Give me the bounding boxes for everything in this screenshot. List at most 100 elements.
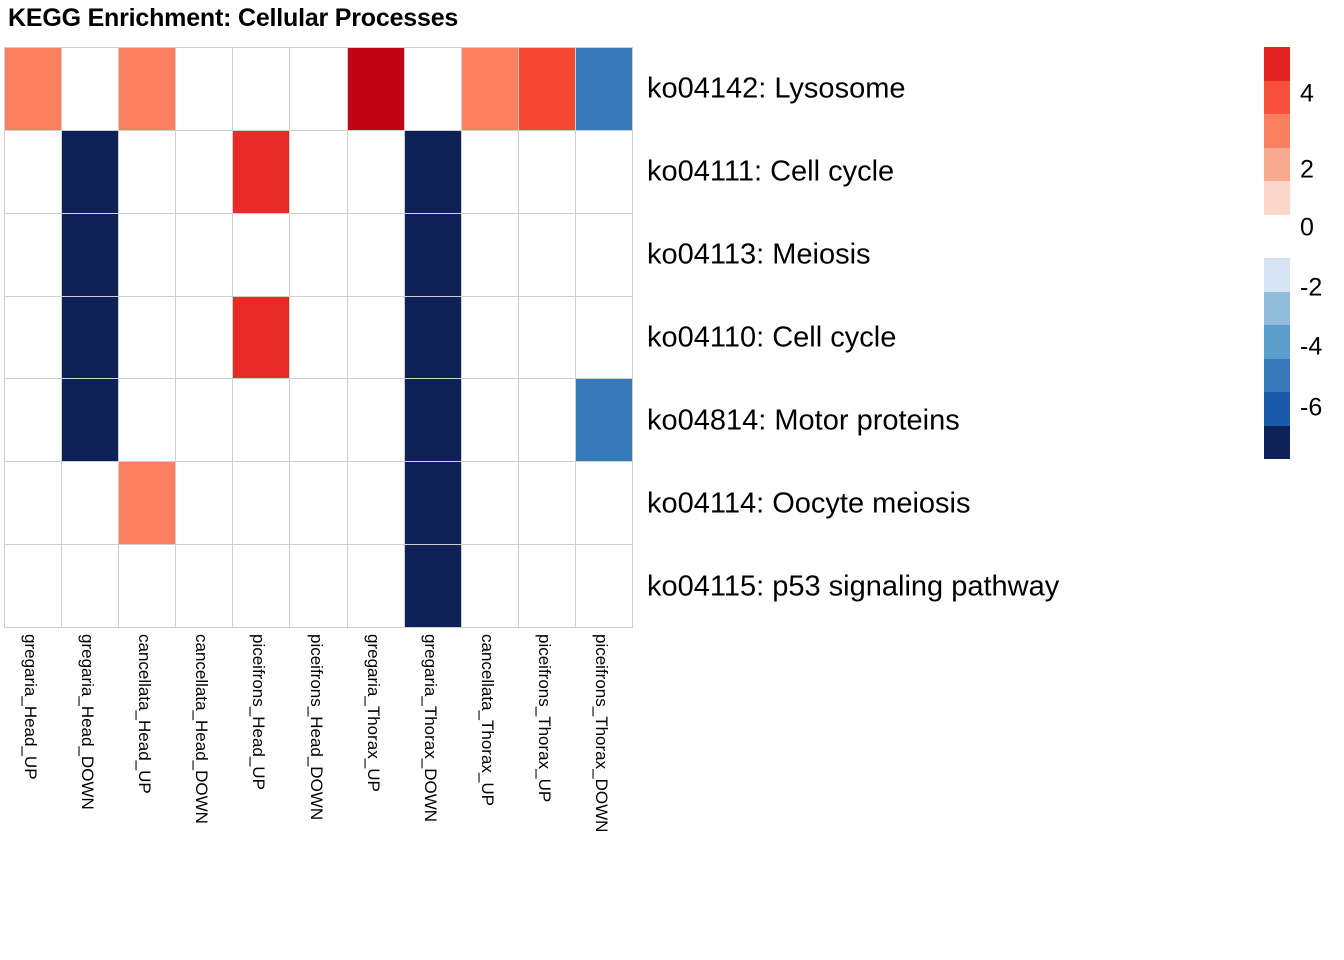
heatmap-cell xyxy=(347,462,404,545)
heatmap-cell xyxy=(5,545,62,627)
heatmap-cell xyxy=(404,48,461,130)
heatmap-cell xyxy=(5,379,62,462)
heatmap-cell xyxy=(119,296,176,379)
heatmap-cell xyxy=(347,379,404,462)
column-label: gregaria_Thorax_UP xyxy=(363,634,383,792)
row-label: ko04111: Cell cycle xyxy=(647,155,895,187)
heatmap-cell xyxy=(290,213,347,296)
row-label: ko04110: Cell cycle xyxy=(647,321,897,353)
heatmap-cell xyxy=(575,296,632,379)
heatmap-cell xyxy=(233,296,290,379)
legend-band-negative xyxy=(1264,425,1290,460)
heatmap-cell xyxy=(233,130,290,213)
legend-tick-label: -4 xyxy=(1300,332,1323,361)
heatmap-cell xyxy=(518,213,575,296)
heatmap-cell xyxy=(62,545,119,627)
row-label: ko04114: Oocyte meiosis xyxy=(647,487,971,519)
legend-band-positive xyxy=(1264,181,1290,215)
heatmap-cell xyxy=(62,379,119,462)
heatmap-cell xyxy=(518,296,575,379)
heatmap-cell xyxy=(290,130,347,213)
legend-tick-label: 4 xyxy=(1300,79,1314,108)
chart-title: KEGG Enrichment: Cellular Processes xyxy=(8,4,459,32)
legend-band-negative xyxy=(1264,392,1290,426)
column-label: gregaria_Head_DOWN xyxy=(77,634,97,810)
heatmap-cell xyxy=(290,48,347,130)
heatmap-cell xyxy=(518,48,575,130)
heatmap-cell xyxy=(119,545,176,627)
heatmap-cell xyxy=(461,462,518,545)
heatmap-cell xyxy=(461,296,518,379)
row-label: ko04113: Meiosis xyxy=(647,238,871,270)
heatmap-cell xyxy=(518,130,575,213)
row-label: ko04814: Motor proteins xyxy=(647,404,960,436)
heatmap-cell xyxy=(62,462,119,545)
heatmap-cell xyxy=(347,296,404,379)
heatmap-cell xyxy=(119,213,176,296)
column-label: piceifrons_Thorax_DOWN xyxy=(592,634,612,833)
legend-band-positive xyxy=(1264,147,1290,181)
heatmap-cell xyxy=(461,545,518,627)
heatmap-cell xyxy=(461,48,518,130)
heatmap-cell xyxy=(575,48,632,130)
heatmap-cell xyxy=(176,130,233,213)
heatmap-cell xyxy=(62,213,119,296)
heatmap-cell xyxy=(176,296,233,379)
legend-band-positive xyxy=(1264,80,1290,114)
column-label: piceifrons_Head_UP xyxy=(249,634,269,790)
column-label: piceifrons_Head_DOWN xyxy=(306,634,326,821)
heatmap-cell xyxy=(575,213,632,296)
color-legend: 4 2 0 -2 -4 -6 xyxy=(1264,47,1344,467)
heatmap-cell xyxy=(461,130,518,213)
heatmap-cell xyxy=(62,296,119,379)
heatmap-cell xyxy=(176,213,233,296)
legend-tick-label: 2 xyxy=(1300,155,1314,184)
column-label: gregaria_Thorax_DOWN xyxy=(420,634,440,823)
heatmap-cell xyxy=(290,545,347,627)
heatmap-cell xyxy=(518,379,575,462)
legend-band-negative xyxy=(1264,325,1290,359)
legend-band-negative xyxy=(1264,291,1290,326)
heatmap-cell xyxy=(62,130,119,213)
legend-tick-label: 0 xyxy=(1300,213,1314,242)
heatmap-cell xyxy=(347,213,404,296)
heatmap-cell xyxy=(461,379,518,462)
heatmap-cell xyxy=(5,296,62,379)
column-label: cancellata_Head_UP xyxy=(134,634,154,794)
heatmap-cell xyxy=(290,462,347,545)
heatmap-cell xyxy=(575,379,632,462)
heatmap-cell xyxy=(290,379,347,462)
heatmap-cell xyxy=(233,379,290,462)
heatmap-cell xyxy=(176,545,233,627)
heatmap-cell xyxy=(5,48,62,130)
legend-band-positive xyxy=(1264,47,1290,81)
heatmap-cell xyxy=(5,130,62,213)
heatmap-cell xyxy=(347,130,404,213)
column-label: cancellata_Head_DOWN xyxy=(192,634,212,824)
heatmap-cell xyxy=(347,545,404,627)
heatmap-cell xyxy=(404,545,461,627)
heatmap-cell xyxy=(62,48,119,130)
heatmap-cell xyxy=(404,296,461,379)
heatmap-cell xyxy=(404,379,461,462)
heatmap-cell xyxy=(233,48,290,130)
heatmap-cell xyxy=(119,462,176,545)
heatmap-cell xyxy=(575,130,632,213)
legend-band-negative xyxy=(1264,358,1290,393)
color-legend-bar xyxy=(1264,47,1290,460)
heatmap-cell xyxy=(404,462,461,545)
heatmap-cell xyxy=(347,48,404,130)
heatmap-cell xyxy=(119,379,176,462)
row-label: ko04115: p53 signaling pathway xyxy=(647,570,1060,602)
legend-band-negative xyxy=(1264,258,1290,292)
heatmap-cell xyxy=(233,213,290,296)
heatmap-cell xyxy=(233,462,290,545)
heatmap-cell xyxy=(518,462,575,545)
legend-tick-label: -6 xyxy=(1300,393,1323,422)
heatmap-cell xyxy=(575,462,632,545)
legend-tick-label: -2 xyxy=(1300,273,1323,302)
heatmap-cell xyxy=(119,130,176,213)
